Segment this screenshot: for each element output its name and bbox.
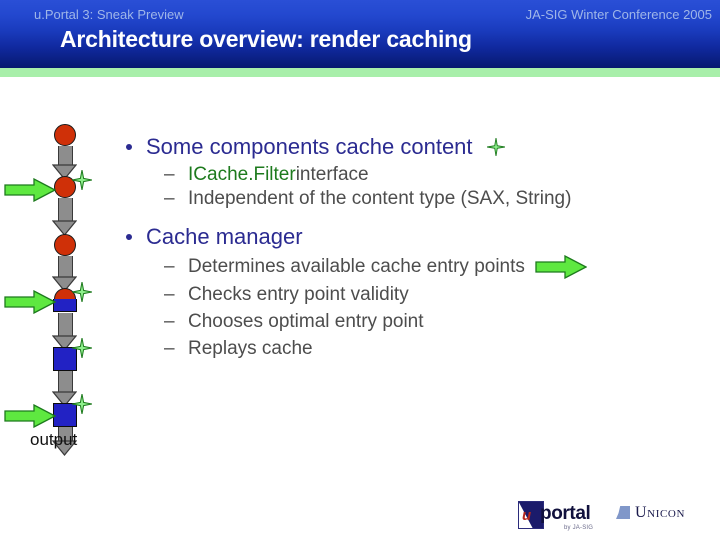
pipeline-connector-3: [58, 256, 73, 280]
pipeline-connector-4: [58, 313, 73, 339]
cache-entry-arrow-3: [4, 404, 56, 430]
pipeline-node-circle-1: [54, 124, 76, 146]
footer-logos: u portal by JA-SIG Unicon: [0, 495, 720, 540]
unicon-logo-mark-icon: [616, 506, 630, 519]
bullet-level2-0-0-label: interface: [295, 164, 369, 185]
bullet-level2-1-1: – Checks entry point validity: [126, 284, 720, 306]
cache-sparkle-1: [72, 170, 92, 190]
uportal-logo: u portal by JA-SIG: [518, 499, 598, 535]
unicon-logo: Unicon: [616, 503, 716, 527]
sub-bullet-dash: –: [164, 188, 175, 209]
bullet-level2-1-3-label: Replays cache: [188, 338, 313, 359]
sub-bullet-dash: –: [164, 284, 175, 305]
half-node-bottom: [53, 299, 77, 312]
uportal-logo-mark-icon: u: [518, 501, 544, 529]
bullet-level1-1-label: Cache manager: [146, 224, 303, 249]
page-title: Architecture overview: render caching: [60, 26, 472, 52]
pipeline-arrowhead-5: [52, 391, 77, 407]
pipeline-arrowhead-output: [52, 440, 77, 456]
render-pipeline-diagram: [0, 110, 140, 460]
bullet-level2-1-1-label: Checks entry point validity: [188, 284, 409, 305]
bullet-level2-1-2-label: Chooses optimal entry point: [188, 311, 424, 332]
unicon-logo-wordmark: Unicon: [635, 504, 685, 521]
bullet-level1-0: Some components cache content: [126, 134, 720, 160]
pipeline-node-square-1: [53, 347, 77, 371]
pipeline-arrowhead-2: [52, 220, 77, 236]
sub-bullet-dash: –: [164, 256, 175, 277]
bullet-level1-0-label: Some components cache content: [146, 134, 473, 159]
uportal-logo-tagline: by JA-SIG: [564, 525, 594, 531]
bullet-dot-icon: [126, 144, 132, 150]
slide-header-eyebrow: u.Portal 3: Sneak Preview JA-SIG Winter …: [0, 3, 720, 22]
pipeline-node-half-serializer: [53, 288, 79, 314]
bullet-dot-icon: [126, 234, 132, 240]
uportal-logo-wordmark: portal: [540, 503, 591, 524]
bullet-level2-1-0: – Determines available cache entry point…: [126, 255, 720, 279]
pipeline-connector-1: [58, 146, 73, 168]
pipeline-output-label: output: [30, 430, 78, 449]
sub-bullet-dash: –: [164, 164, 175, 185]
bullet-level1-1: Cache manager: [126, 224, 720, 250]
pipeline-node-square-2: [53, 403, 77, 427]
cache-sparkle-inline-icon: [486, 138, 505, 156]
slide-header-band: [0, 0, 720, 68]
pipeline-node-circle-2: [54, 176, 76, 198]
slide-series-title: u.Portal 3: Sneak Preview: [34, 7, 184, 22]
cache-entry-arrow-1: [4, 178, 56, 204]
pipeline-arrowhead-4: [52, 335, 77, 351]
sub-bullet-dash: –: [164, 311, 175, 332]
sub-bullet-dash: –: [164, 338, 175, 359]
cache-sparkle-4: [72, 394, 92, 414]
header-divider: [0, 68, 720, 77]
bullet-level2-0-1: – Independent of the content type (SAX, …: [126, 188, 720, 210]
bullet-level2-0-0: – ICache.Filter interface: [126, 164, 720, 186]
bullet-level2-0-1-label: Independent of the content type (SAX, St…: [188, 188, 572, 209]
conference-name: JA-SIG Winter Conference 2005: [525, 7, 712, 22]
slide-content: Some components cache content – ICache.F…: [126, 134, 720, 362]
pipeline-connector-5: [58, 371, 73, 395]
pipeline-node-circle-3: [54, 234, 76, 256]
bullet-level2-1-3: – Replays cache: [126, 338, 720, 360]
bullet-level2-1-2: – Chooses optimal entry point: [126, 311, 720, 333]
cache-sparkle-3: [72, 338, 92, 358]
pipeline-connector-6: [58, 427, 73, 443]
pipeline-arrowhead-3: [52, 276, 77, 292]
cache-entry-arrow-2: [4, 290, 56, 316]
pipeline-arrowhead-1: [52, 164, 77, 180]
uportal-logo-u: u: [522, 507, 532, 524]
cache-sparkle-2: [72, 282, 92, 302]
bullet-level2-1-0-label: Determines available cache entry points: [188, 256, 525, 277]
pipeline-connector-2: [58, 198, 73, 224]
cache-entry-arrow-inline-icon: [535, 255, 587, 279]
bullet-level2-0-0-keyword: ICache.Filter: [188, 164, 296, 185]
